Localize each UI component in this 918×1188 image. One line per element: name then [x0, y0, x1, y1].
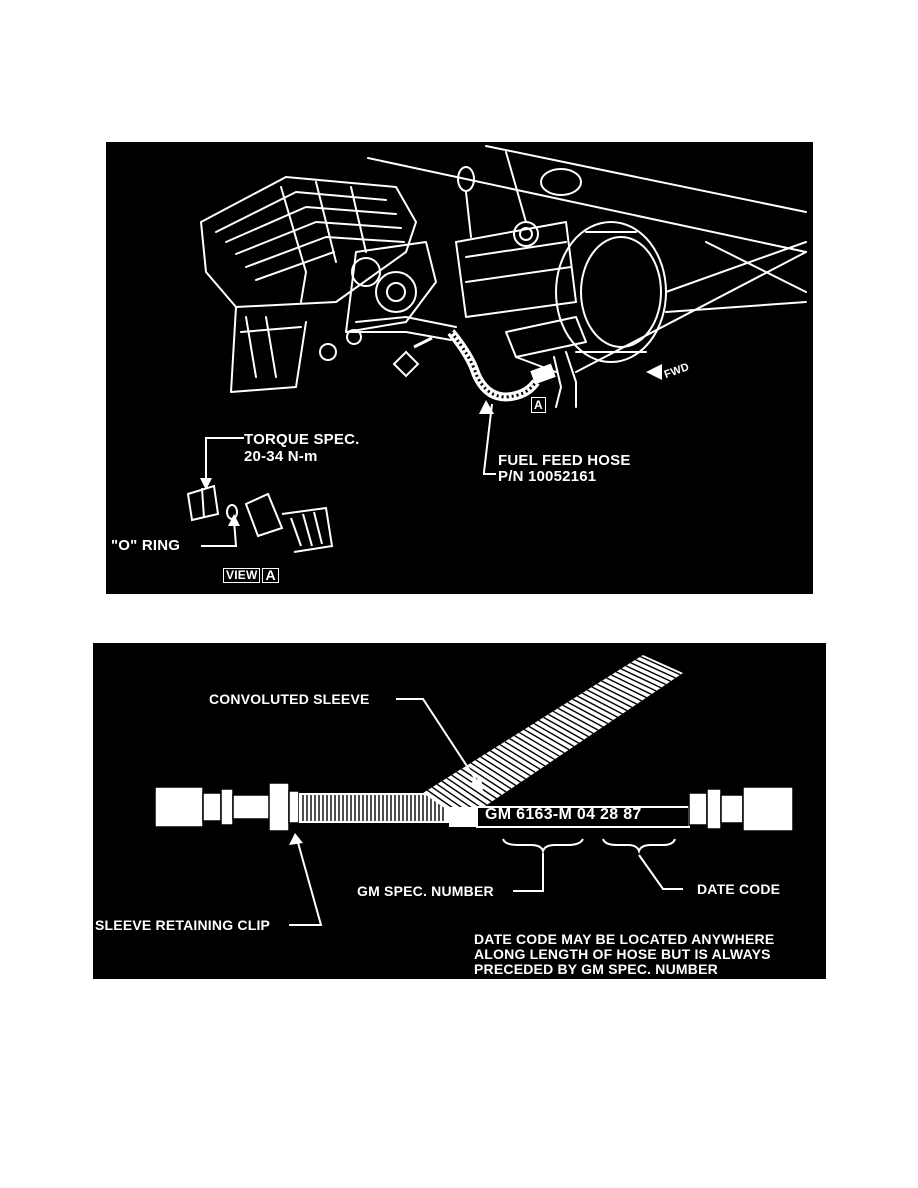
sleeve-rib [494, 747, 536, 774]
sleeve-rib [519, 731, 560, 757]
date-code-label: DATE CODE [697, 881, 781, 897]
hose-marking-figure: CONVOLUTED SLEEVE GM 6163-M 04 28 87 GM … [93, 643, 826, 979]
sleeve-rib [606, 677, 647, 699]
sleeve-rib [528, 725, 570, 751]
sleeve-rib [441, 780, 483, 809]
gm-spec-number-label: GM SPEC. NUMBER [357, 883, 494, 899]
part-number-label: P/N 10052161 [498, 468, 597, 485]
note-line-2: ALONG LENGTH OF HOSE BUT IS ALWAYS [474, 946, 771, 962]
note-line-1: DATE CODE MAY BE LOCATED ANYWHERE [474, 931, 775, 947]
sleeve-rib [562, 704, 604, 728]
sleeve-rib [591, 686, 633, 708]
sleeve-rib [523, 728, 565, 754]
sleeve-rib [446, 777, 488, 806]
sleeve-rib [625, 665, 667, 686]
view-letter: A [262, 568, 279, 583]
sleeve-rib [601, 680, 642, 702]
sleeve-rib [436, 783, 478, 813]
sleeve-rib [465, 765, 507, 793]
sleeve-rib [514, 734, 555, 761]
sleeve-retaining-clip-label: SLEEVE RETAINING CLIP [95, 917, 271, 933]
callout-letter: A [531, 397, 546, 413]
sleeve-rib [572, 698, 613, 721]
sleeve-rib [567, 701, 609, 725]
sleeve-rib [596, 683, 638, 705]
torque-spec-value: 20-34 N-m [244, 448, 318, 465]
sleeve-rib [480, 756, 522, 783]
sleeve-rib [451, 774, 492, 803]
sleeve-rib [611, 674, 652, 695]
sleeve-rib [538, 719, 580, 744]
sleeve-rib [586, 689, 628, 712]
sleeve-rib [620, 668, 662, 689]
sleeve-rib [577, 695, 618, 718]
convoluted-sleeve-label: CONVOLUTED SLEEVE [209, 691, 370, 707]
o-ring-label: "O" RING [111, 537, 181, 554]
callout-a-box: A [531, 397, 546, 413]
sleeve-rib [475, 759, 517, 787]
sleeve-rib [509, 738, 551, 764]
note-line-3: PRECEDED BY GM SPEC. NUMBER [474, 961, 718, 977]
sleeve-rib [552, 710, 594, 734]
sleeve-rib [489, 750, 531, 777]
sleeve-rib [557, 707, 599, 731]
engine-compartment-illustration [186, 145, 807, 553]
sleeve-rib [548, 713, 589, 738]
sleeve-rib [533, 722, 575, 748]
sleeve-rib [499, 744, 541, 770]
hose-illustration [154, 655, 794, 926]
view-label: VIEW [223, 568, 261, 583]
hose-marking-text: GM 6163-M 04 28 87 [485, 806, 642, 823]
view-a-label: VIEW A [223, 568, 279, 583]
sleeve-rib [581, 692, 623, 715]
sleeve-rib [640, 656, 681, 676]
fuel-feed-hose-label: FUEL FEED HOSE [498, 452, 631, 469]
engine-compartment-figure: TORQUE SPEC. 20-34 N-m "O" RING VIEW A A… [106, 142, 813, 594]
sleeve-rib [543, 716, 584, 741]
sleeve-rib [615, 671, 657, 692]
sleeve-rib [635, 659, 676, 679]
torque-spec-label: TORQUE SPEC. [244, 431, 360, 448]
sleeve-rib [504, 741, 546, 767]
sleeve-rib [470, 762, 512, 790]
sleeve-rib [630, 662, 671, 682]
sleeve-rib [485, 753, 526, 780]
